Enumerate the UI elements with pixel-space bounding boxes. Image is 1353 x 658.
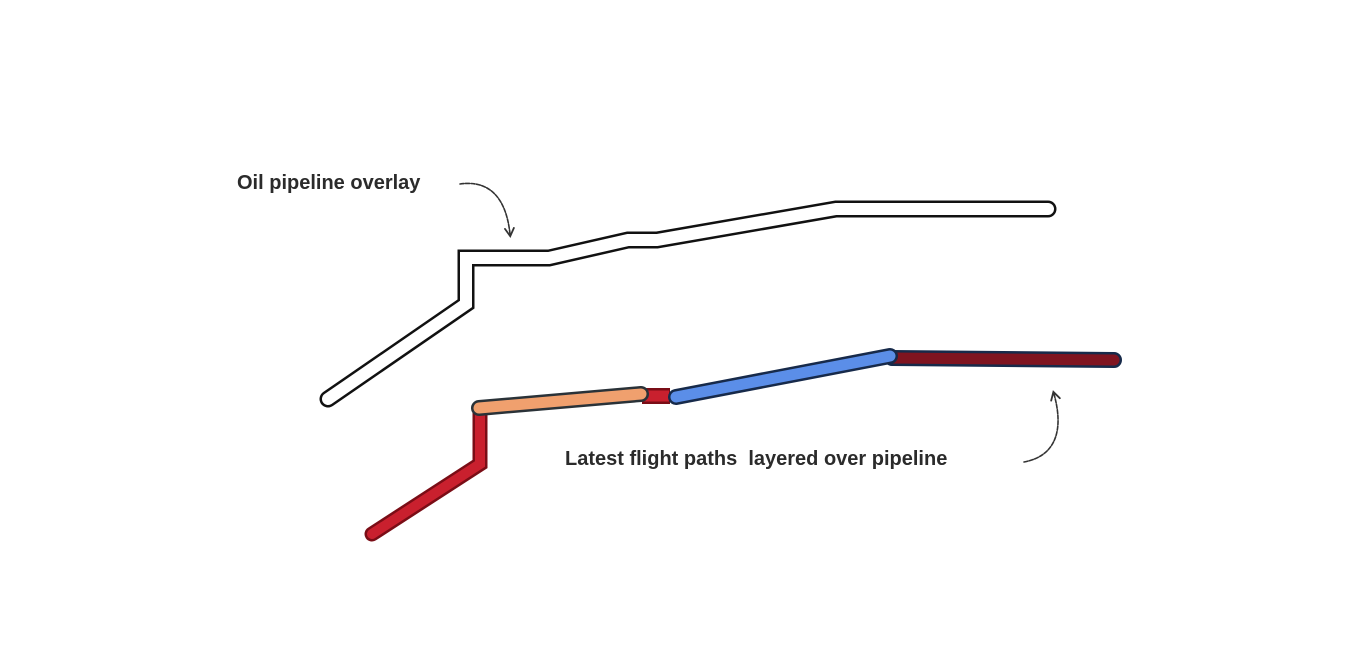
- oil-pipeline: [319, 200, 1057, 408]
- pipeline-annotation-label: Oil pipeline overlay: [237, 172, 421, 194]
- flight-annotation-arrow: [1023, 390, 1061, 463]
- pipeline-fill: [322, 203, 1054, 405]
- flight-paths: [364, 348, 1122, 542]
- flight-paths-annotation-label: Latest flight paths layered over pipelin…: [565, 448, 948, 470]
- pipeline-annotation-arrow: [459, 182, 515, 239]
